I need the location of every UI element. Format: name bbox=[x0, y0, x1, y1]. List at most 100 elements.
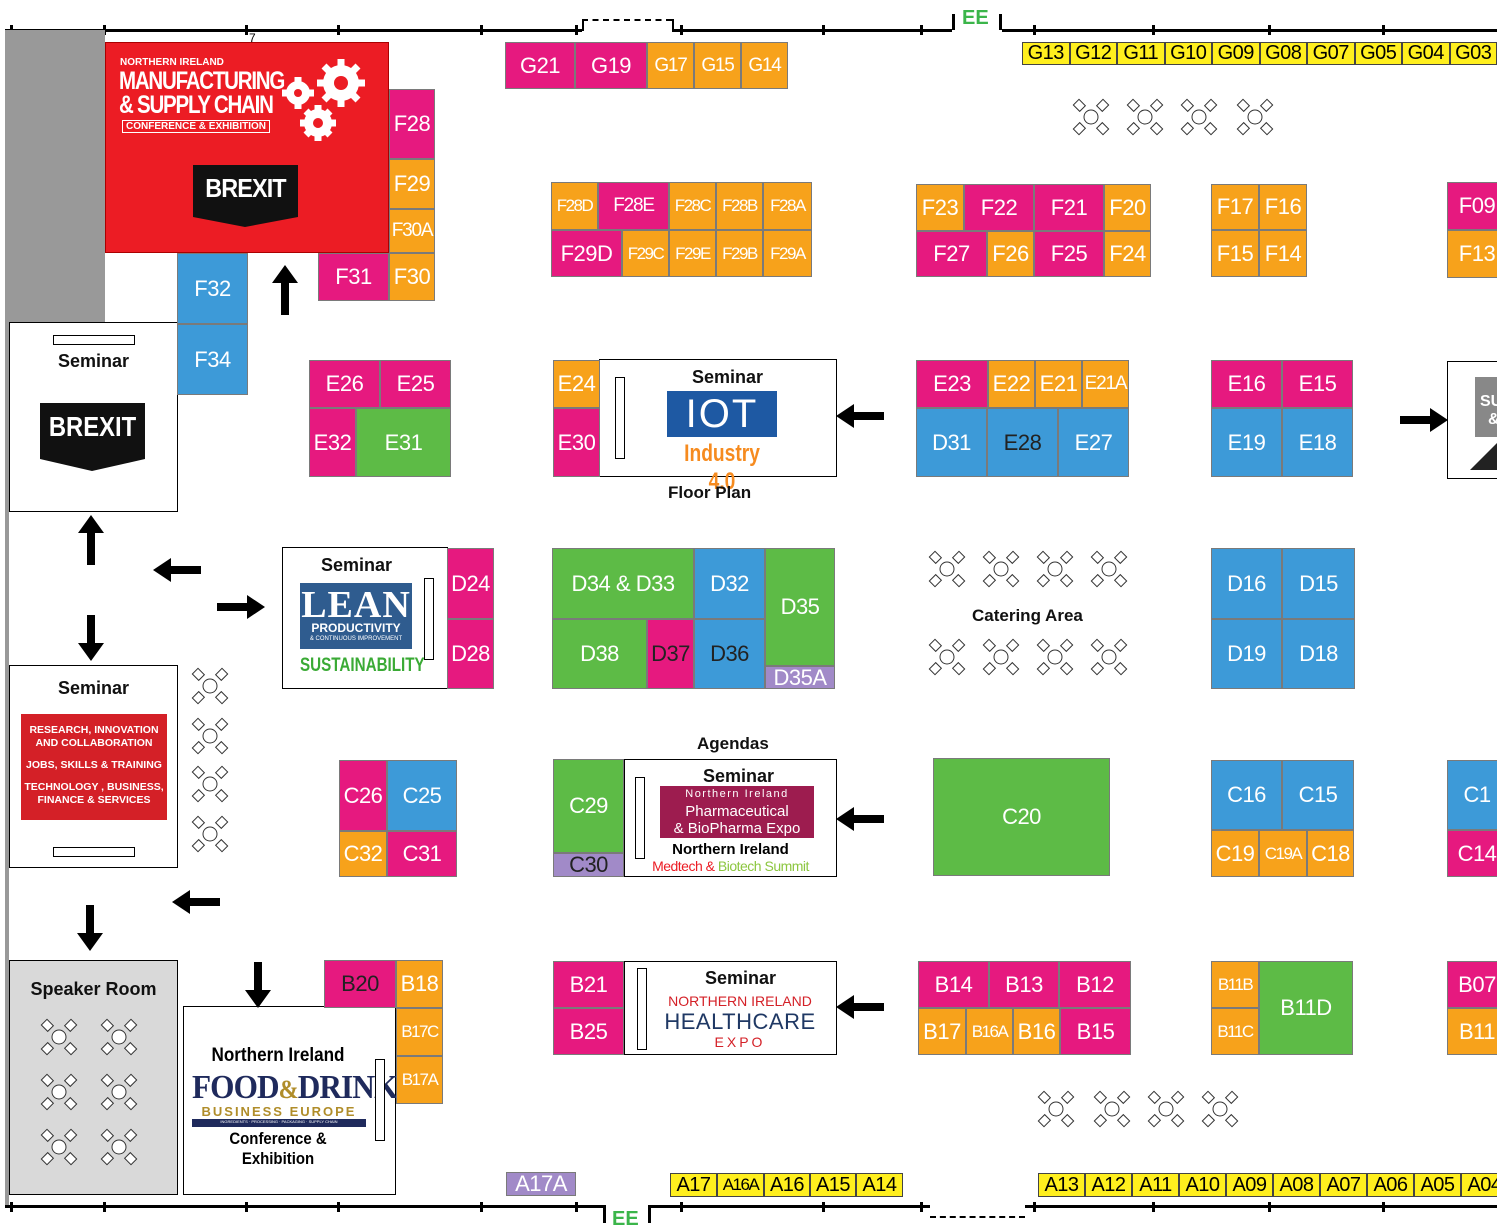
booth-a13[interactable]: A13 bbox=[1038, 1173, 1085, 1197]
booth-c1[interactable]: C1 bbox=[1447, 760, 1497, 830]
booth-f31[interactable]: F31 bbox=[318, 253, 389, 301]
booth-e30[interactable]: E30 bbox=[553, 408, 600, 477]
booth-e18[interactable]: E18 bbox=[1282, 408, 1353, 477]
booth-g10[interactable]: G10 bbox=[1165, 42, 1213, 65]
booth-f28b[interactable]: F28B bbox=[716, 182, 763, 230]
booth-f09[interactable]: F09 bbox=[1447, 182, 1497, 230]
booth-e31[interactable]: E31 bbox=[356, 408, 451, 477]
booth-a12[interactable]: A12 bbox=[1085, 1173, 1132, 1197]
booth-a17[interactable]: A17 bbox=[670, 1173, 717, 1197]
booth-g04[interactable]: G04 bbox=[1402, 42, 1450, 65]
booth-f29b[interactable]: F29B bbox=[716, 230, 763, 277]
booth-g05[interactable]: G05 bbox=[1355, 42, 1403, 65]
booth-e22[interactable]: E22 bbox=[988, 360, 1035, 408]
booth-b25[interactable]: B25 bbox=[553, 1008, 624, 1055]
booth-b11d[interactable]: B11D bbox=[1259, 961, 1353, 1055]
booth-c15[interactable]: C15 bbox=[1282, 760, 1354, 830]
booth-f25[interactable]: F25 bbox=[1034, 231, 1104, 277]
booth-b17c[interactable]: B17C bbox=[396, 1008, 443, 1056]
booth-d34-d33[interactable]: D34 & D33 bbox=[552, 548, 694, 619]
booth-a16[interactable]: A16 bbox=[764, 1173, 810, 1197]
booth-f28c[interactable]: F28C bbox=[669, 182, 716, 230]
booth-a14[interactable]: A14 bbox=[856, 1173, 903, 1197]
booth-e21[interactable]: E21 bbox=[1035, 360, 1082, 408]
booth-b11[interactable]: B11 bbox=[1447, 1008, 1497, 1055]
booth-f28d[interactable]: F28D bbox=[551, 182, 598, 230]
booth-b15[interactable]: B15 bbox=[1060, 1008, 1131, 1055]
booth-g14[interactable]: G14 bbox=[741, 42, 788, 89]
booth-a11[interactable]: A11 bbox=[1132, 1173, 1179, 1197]
booth-d31[interactable]: D31 bbox=[916, 408, 987, 477]
seminar-pharma[interactable]: Seminar Northern Ireland Pharmaceutical … bbox=[624, 759, 837, 877]
booth-d16[interactable]: D16 bbox=[1211, 548, 1282, 619]
booth-c30[interactable]: C30 bbox=[553, 853, 624, 877]
booth-c32[interactable]: C32 bbox=[339, 831, 387, 877]
booth-c19[interactable]: C19 bbox=[1211, 830, 1259, 877]
booth-f29[interactable]: F29 bbox=[389, 159, 435, 209]
booth-b11b[interactable]: B11B bbox=[1211, 961, 1259, 1008]
booth-e16[interactable]: E16 bbox=[1211, 360, 1282, 408]
booth-a17a[interactable]: A17A bbox=[506, 1172, 576, 1196]
booth-f24[interactable]: F24 bbox=[1104, 231, 1151, 277]
booth-f17[interactable]: F17 bbox=[1211, 184, 1259, 230]
booth-f30[interactable]: F30 bbox=[389, 253, 435, 301]
booth-b20[interactable]: B20 bbox=[324, 960, 396, 1008]
booth-f29e[interactable]: F29E bbox=[669, 230, 716, 277]
booth-c19a[interactable]: C19A bbox=[1259, 830, 1307, 877]
booth-e32[interactable]: E32 bbox=[309, 408, 356, 477]
booth-d35[interactable]: D35 bbox=[765, 548, 835, 666]
booth-b12[interactable]: B12 bbox=[1059, 961, 1131, 1008]
booth-g15[interactable]: G15 bbox=[694, 42, 741, 89]
booth-b17a[interactable]: B17A bbox=[396, 1056, 443, 1104]
booth-f28a[interactable]: F28A bbox=[763, 182, 812, 230]
booth-b16[interactable]: B16 bbox=[1013, 1008, 1060, 1055]
booth-a06[interactable]: A06 bbox=[1367, 1173, 1414, 1197]
booth-f21[interactable]: F21 bbox=[1034, 184, 1104, 231]
seminar-lean[interactable]: Seminar LEAN PRODUCTIVITY & CONTINUOUS I… bbox=[282, 547, 448, 689]
booth-f15[interactable]: F15 bbox=[1211, 230, 1259, 277]
booth-c25[interactable]: C25 bbox=[387, 760, 457, 831]
speaker-room[interactable]: Speaker Room bbox=[9, 960, 178, 1195]
booth-d15[interactable]: D15 bbox=[1282, 548, 1355, 619]
booth-e15[interactable]: E15 bbox=[1282, 360, 1353, 408]
booth-b21[interactable]: B21 bbox=[553, 961, 624, 1008]
booth-e21a[interactable]: E21A bbox=[1082, 360, 1129, 408]
seminar-right-partial[interactable]: SU & bbox=[1447, 361, 1497, 479]
booth-a04[interactable]: A04 bbox=[1461, 1173, 1497, 1197]
seminar-healthcare[interactable]: Seminar NORTHERN IRELAND HEALTHCARE EXPO bbox=[624, 961, 837, 1055]
booth-e26[interactable]: E26 bbox=[309, 360, 380, 408]
booth-d32[interactable]: D32 bbox=[694, 548, 765, 619]
booth-b11c[interactable]: B11C bbox=[1211, 1008, 1259, 1055]
booth-f28e[interactable]: F28E bbox=[598, 182, 669, 230]
booth-a07[interactable]: A07 bbox=[1320, 1173, 1367, 1197]
booth-d19[interactable]: D19 bbox=[1211, 619, 1282, 689]
booth-f16[interactable]: F16 bbox=[1259, 184, 1307, 230]
booth-b07[interactable]: B07 bbox=[1447, 961, 1497, 1008]
booth-c18[interactable]: C18 bbox=[1307, 830, 1354, 877]
booth-e25[interactable]: E25 bbox=[380, 360, 451, 408]
booth-d28[interactable]: D28 bbox=[447, 619, 494, 689]
booth-d18[interactable]: D18 bbox=[1282, 619, 1355, 689]
booth-f20[interactable]: F20 bbox=[1104, 184, 1151, 231]
booth-e24[interactable]: E24 bbox=[553, 360, 600, 408]
booth-c16[interactable]: C16 bbox=[1211, 760, 1282, 830]
booth-a15[interactable]: A15 bbox=[810, 1173, 856, 1197]
booth-d36[interactable]: D36 bbox=[694, 619, 765, 689]
booth-f30a[interactable]: F30A bbox=[389, 209, 435, 253]
booth-d38[interactable]: D38 bbox=[552, 619, 647, 689]
booth-c26[interactable]: C26 bbox=[339, 760, 387, 831]
booth-f34[interactable]: F34 bbox=[177, 324, 248, 395]
seminar-research[interactable]: Seminar RESEARCH, INNOVATION AND COLLABO… bbox=[9, 665, 178, 868]
booth-c14[interactable]: C14 bbox=[1447, 830, 1497, 877]
booth-g11[interactable]: G11 bbox=[1117, 42, 1165, 65]
booth-c31[interactable]: C31 bbox=[387, 831, 457, 877]
booth-b14[interactable]: B14 bbox=[918, 961, 989, 1008]
booth-f28[interactable]: F28 bbox=[389, 89, 435, 159]
booth-a09[interactable]: A09 bbox=[1226, 1173, 1273, 1197]
booth-d37[interactable]: D37 bbox=[647, 619, 694, 689]
booth-f27[interactable]: F27 bbox=[916, 231, 987, 277]
booth-a16a[interactable]: A16A bbox=[717, 1173, 764, 1197]
booth-b18[interactable]: B18 bbox=[396, 960, 443, 1008]
booth-g17[interactable]: G17 bbox=[647, 42, 694, 89]
booth-a05[interactable]: A05 bbox=[1414, 1173, 1461, 1197]
